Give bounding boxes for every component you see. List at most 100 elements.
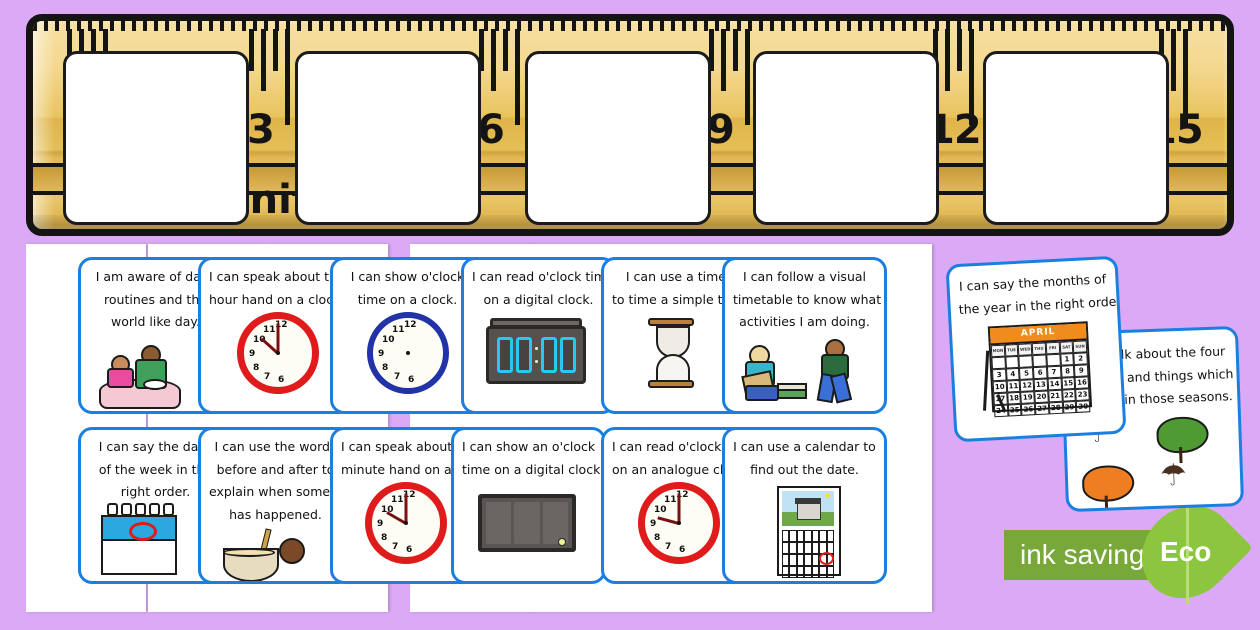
card-show-time-analogue[interactable]: I can show o'clock time on a clock. 12 1… — [330, 257, 485, 414]
calendar-day-cell: 16 — [1074, 376, 1090, 390]
calendar-dow-cell: SUN — [1072, 340, 1088, 354]
calendar-day-cell: 26 — [1021, 403, 1036, 417]
ruler-number-6: 6 — [477, 107, 505, 153]
calendar-day-cell — [1046, 354, 1061, 367]
calendar-day-cell — [1005, 356, 1020, 369]
two-children-icon — [725, 337, 884, 409]
card-use-calendar[interactable]: I can use a calendar to find out the dat… — [722, 427, 887, 584]
printable-sheet-stack: I am aware of daily routines and the wor… — [0, 244, 1260, 630]
card-read-oclock-digital-line-1: I can read o'clock time — [472, 269, 614, 284]
card-use-calendar-line-2: find out the date. — [750, 461, 859, 477]
card-visual-timetable-line-3: activities I am doing. — [739, 314, 870, 330]
card-read-oclock-digital[interactable]: I can read o'clock time on a digital clo… — [461, 257, 616, 414]
ruler-slot-4[interactable] — [753, 51, 939, 225]
calendar-day-cell: 13 — [1033, 378, 1049, 392]
calendar-day-cell: 28 — [1048, 401, 1063, 415]
eco-badge-word: Eco — [1160, 536, 1212, 567]
digital-clock-icon — [464, 314, 613, 400]
card-timer-hourglass-line-1: I can use a timer — [625, 269, 732, 284]
card-before-after-line-2: before and after to — [216, 461, 335, 477]
calendar-day-cell: 5 — [1019, 367, 1034, 381]
card-before-after[interactable]: I can use the words before and after to … — [198, 427, 353, 584]
calendar-day-cell: 18 — [1006, 392, 1022, 405]
calendar-day-cell: 23 — [1075, 388, 1090, 402]
calendar-day-cell: 7 — [1046, 365, 1062, 379]
card-read-oclock-digital-line-2: on a digital clock. — [483, 291, 594, 307]
calendar-day-cell: 27 — [1034, 402, 1050, 416]
ruler-slot-3[interactable] — [525, 51, 711, 225]
ruler-slot-5[interactable] — [983, 51, 1169, 225]
calendar-day-cell: 8 — [1060, 365, 1075, 378]
ruler-micro-scale — [33, 21, 1227, 31]
card-visual-timetable[interactable]: I can follow a visual timetable to know … — [722, 257, 887, 414]
calendar-day-cell — [1032, 354, 1047, 368]
calendar-day-cell: 20 — [1034, 390, 1049, 404]
flip-calendar-icon — [81, 502, 230, 579]
card-before-after-line-3: explain when something — [209, 484, 353, 500]
calendar-day-cell: 22 — [1061, 389, 1077, 402]
card-show-time-analogue-line-1: I can show o'clock — [350, 269, 465, 284]
calendar-day-cell: 19 — [1020, 391, 1035, 405]
calendar-day-cell: 21 — [1048, 389, 1063, 403]
calendar-day-cell: 29 — [1062, 401, 1077, 414]
digital-clock-blank-icon — [454, 484, 603, 570]
calendar-dow-cell: SAT — [1059, 341, 1074, 355]
ruler-tick-group-6: 6 — [477, 29, 541, 153]
calendar-day-cell: 15 — [1061, 377, 1076, 390]
leaf-vein-icon — [1186, 508, 1189, 604]
calendar-day-cell — [991, 356, 1006, 370]
ruler-slot-1[interactable] — [63, 51, 249, 225]
eco-badge-label: ink saving — [1020, 539, 1145, 570]
blue-analogue-clock-icon: 12 11 10 9 8 7 6 — [333, 312, 482, 402]
card-show-time-digital[interactable]: I can show an o'clock time on a digital … — [451, 427, 606, 584]
ruler-tick-group-3: 3 — [247, 29, 311, 153]
card-hour-hand-line-1: I can speak about the — [209, 269, 345, 284]
ruler-tick-group-9: 9 — [707, 29, 771, 153]
calendar-day-cell: 6 — [1033, 366, 1048, 380]
card-show-time-analogue-line-2: time on a clock. — [357, 291, 458, 307]
family-breakfast-icon — [81, 337, 230, 411]
calendar-dow-cell: FRI — [1045, 342, 1060, 355]
card-read-analogue[interactable]: I can read o'clock time on an analogue c… — [601, 427, 756, 584]
hourglass-icon — [604, 314, 753, 400]
card-minute-hand-line-2: minute hand on a clock. — [341, 461, 485, 477]
calendar-day-cell: 2 — [1073, 352, 1088, 366]
calendar-day-cell: 3 — [992, 368, 1007, 382]
card-before-after-line-4: has happened. — [229, 506, 322, 522]
card-read-analogue-line-1: I can read o'clock time — [612, 439, 754, 454]
card-before-after-line-1: I can use the words — [214, 439, 337, 454]
red-analogue-clock-2-icon: 12 11 10 9 8 7 6 — [333, 482, 482, 572]
card-days-of-week-line-2: of the week in the — [98, 461, 213, 477]
card-days-of-week-line-3: right order. — [120, 484, 191, 500]
ruler-banner: 3 6 9 12 15 Maths Unit — [26, 14, 1234, 236]
card-minute-hand-line-1: I can speak about the — [341, 439, 477, 454]
calendar-day-cell: 1 — [1059, 353, 1075, 366]
calendar-dow-cell: MON — [990, 344, 1006, 358]
red-analogue-clock-3-icon: 12 11 10 9 8 7 6 — [604, 482, 753, 572]
calendar-dow-cell: THU — [1031, 342, 1047, 356]
calendar-day-cell: 4 — [1005, 368, 1021, 381]
calendar-dow-cell: TUE — [1004, 344, 1019, 357]
card-show-time-digital-line-2: time on a digital clock. — [462, 461, 605, 477]
ruler-number-3: 3 — [247, 107, 275, 153]
card-visual-timetable-line-1: I can follow a visual — [743, 269, 866, 284]
card-hour-hand-line-2: hour hand on a clock. — [209, 291, 345, 307]
ruler-left-bevel — [33, 21, 55, 229]
ruler-number-9: 9 — [707, 107, 735, 153]
ruler-slot-2[interactable] — [295, 51, 481, 225]
card-visual-timetable-line-2: timetable to know what — [733, 291, 882, 307]
card-daily-routines-line-3: world like day. — [111, 314, 200, 330]
calendar-day-cell — [1018, 355, 1034, 369]
card-timer-hourglass-line-2: to time a simple task. — [612, 291, 748, 307]
card-read-analogue-line-2: on an analogue clock. — [612, 461, 750, 477]
calendar-day-cell: 9 — [1074, 364, 1089, 378]
calendar-day-cell: 11 — [1006, 380, 1021, 393]
card-months-of-year[interactable]: I can say the months of the year in the … — [945, 255, 1127, 443]
red-analogue-clock-icon: 12 11 10 9 8 7 6 — [201, 312, 350, 402]
calendar-day-cell: 25 — [1007, 404, 1022, 417]
card-use-calendar-line-1: I can use a calendar to — [733, 439, 876, 454]
calendar-dow-cell: WED — [1018, 343, 1033, 357]
calendar-day-cell: 30 — [1076, 400, 1091, 414]
